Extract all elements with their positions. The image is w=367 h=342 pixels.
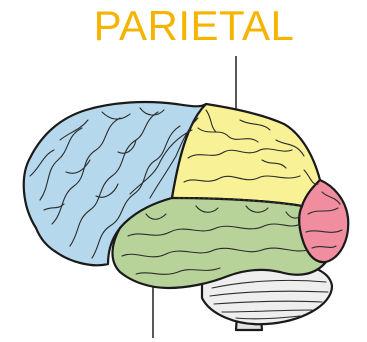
temporal-lobe — [113, 198, 327, 288]
